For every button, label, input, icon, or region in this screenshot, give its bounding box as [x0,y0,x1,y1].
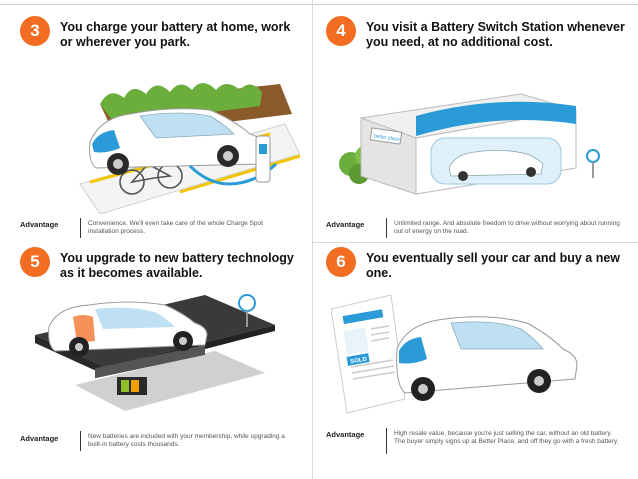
step-number-badge: 3 [20,16,50,46]
advantage-label: Advantage [20,220,59,229]
home-charging-illustration [79,83,300,214]
battery-upgrade-illustration [35,294,275,411]
step-number-badge: 5 [20,247,50,277]
step-number-badge: 6 [326,247,356,277]
step-number-badge: 4 [326,16,356,46]
horizontal-divider [312,242,638,243]
advantage-text: Convenience. We'll even take care of the… [88,220,263,235]
step-heading: You visit a Battery Switch Station whene… [366,20,625,49]
step-3-panel: 3 You charge your battery at home, work … [20,14,300,242]
step-4-panel: 4 You visit a Battery Switch Station whe… [326,14,626,242]
advantage-text: Unlimited range. And absolute freedom to… [394,220,620,235]
advantage-label: Advantage [326,220,365,229]
advantage-separator [386,218,387,238]
step-heading: You charge your battery at home, work or… [60,20,291,49]
advantage-label: Advantage [326,430,365,439]
sold-sign-text: SOLD [350,356,368,365]
station-sign-text: better place [373,133,400,143]
battery-switch-station-illustration: better place [339,93,600,195]
advantage-separator [80,218,81,238]
step-5-panel: 5 You upgrade to new battery technology … [20,245,298,470]
advantage-label: Advantage [20,434,59,443]
step-6-panel: 6 You eventually sell your car and buy a… [326,245,626,470]
vertical-divider [312,0,313,479]
advantage-separator [80,431,81,451]
advantage-separator [386,428,387,454]
advantage-text: New batteries are included with your mem… [88,433,285,448]
step-heading: You eventually sell your car and buy a n… [366,251,621,280]
advantage-text: High resale value, because you're just s… [394,430,619,445]
top-divider [0,4,638,5]
car-sale-illustration: SOLD [331,294,578,414]
step-heading: You upgrade to new battery technology as… [60,251,294,280]
